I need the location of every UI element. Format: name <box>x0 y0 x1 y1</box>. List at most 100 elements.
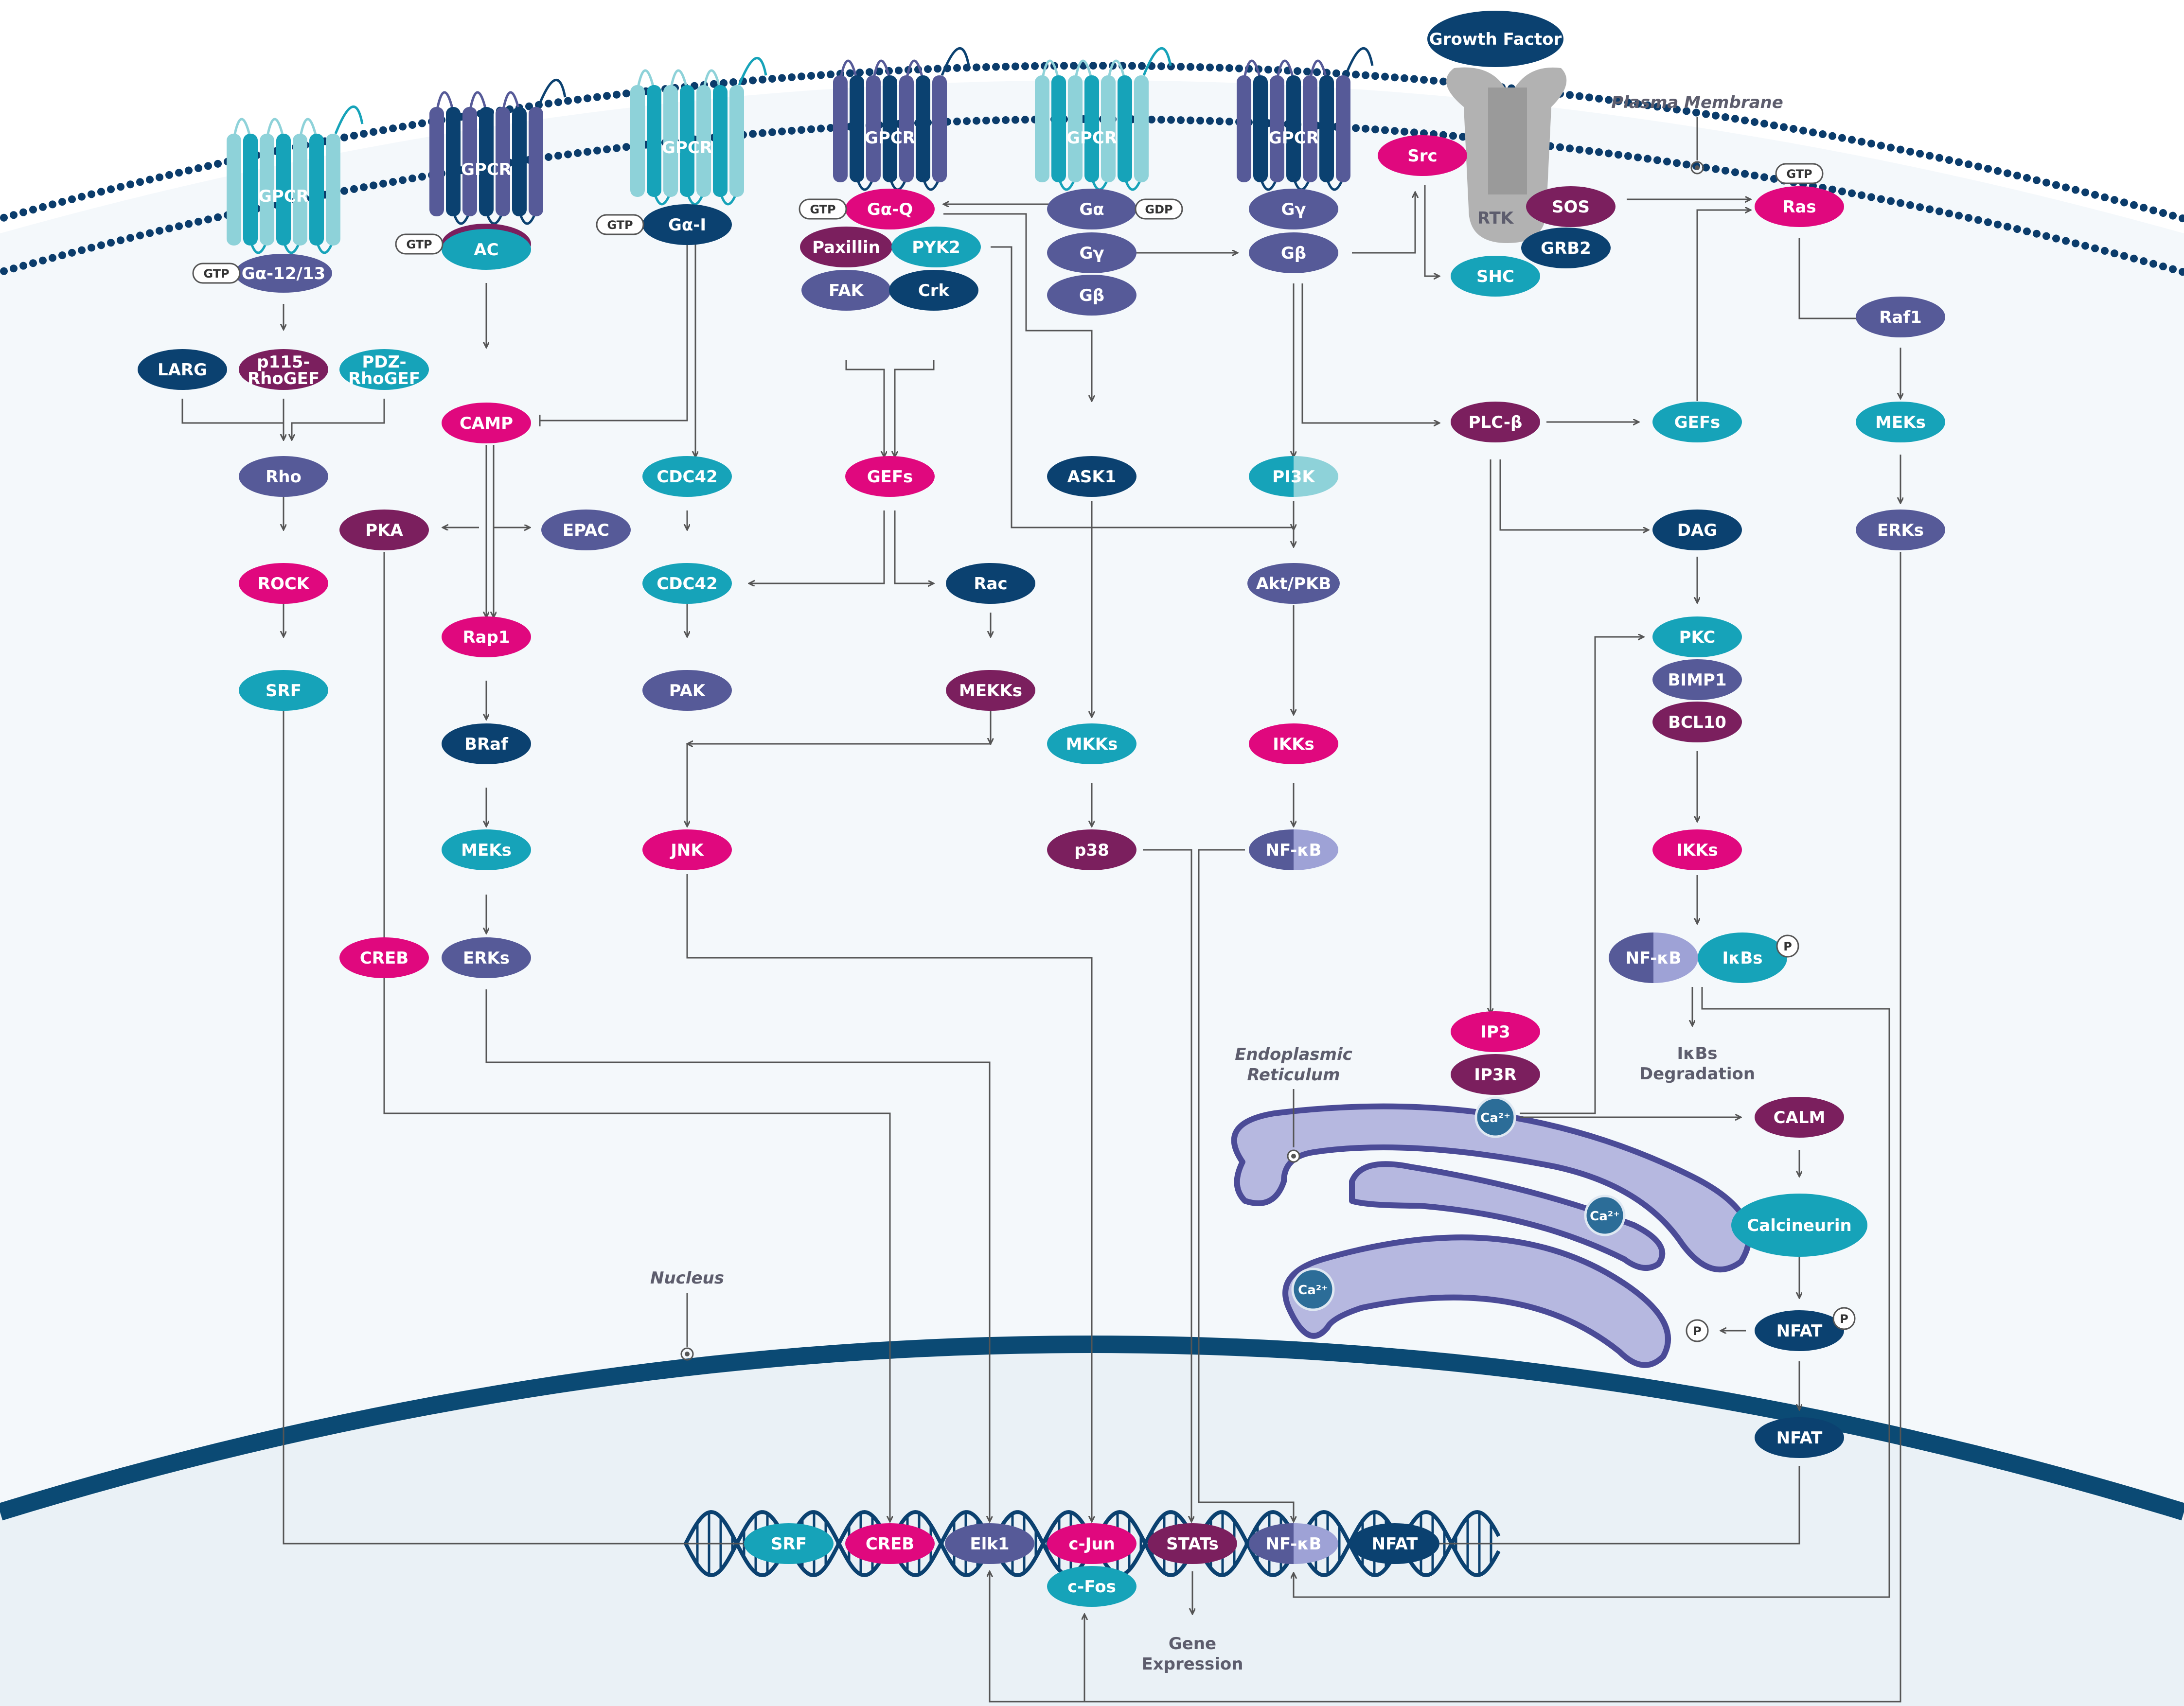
protein-creb2: CREB <box>845 1523 935 1564</box>
gpcr-1-label: GPCR <box>258 187 309 206</box>
arrow-connector <box>1499 459 1649 530</box>
protein-gy5: Gγ <box>1047 232 1136 273</box>
tag-label: GDP <box>1145 203 1172 216</box>
arrow-connector <box>1696 210 1751 401</box>
arrow-connector <box>485 989 990 1522</box>
tag-label: GTP <box>810 203 835 216</box>
protein-braf: BRaf <box>442 723 531 764</box>
tag-label: P <box>1840 1312 1848 1326</box>
tag-label: GTP <box>406 238 432 251</box>
protein-label: Paxillin <box>812 238 880 257</box>
protein-label: Gγ <box>1281 200 1306 219</box>
protein-label: NF-κB <box>1626 949 1682 968</box>
protein-label: Gα-12/13 <box>242 264 325 283</box>
protein-label: PDZ- <box>362 352 406 372</box>
protein-pyk2: PYK2 <box>891 227 981 267</box>
protein-label: CREB <box>866 1534 914 1554</box>
tag-gtp_1: GTP <box>192 263 241 284</box>
arrow-connector <box>1084 552 1901 1703</box>
protein-nfat2: NFAT <box>1755 1417 1844 1458</box>
protein-cdc42a: CDC42 <box>642 456 732 497</box>
protein-ikks2: IKKs <box>1652 829 1742 870</box>
protein-label: LARG <box>158 360 207 380</box>
protein-pdz: PDZ-RhoGEF <box>339 349 429 390</box>
protein-label: FAK <box>829 281 865 300</box>
protein-calcineurin: Calcineurin <box>1731 1194 1867 1257</box>
gpcr-3-label: GPCR <box>662 138 712 158</box>
protein-label: Gα <box>1079 200 1104 219</box>
protein-label: MEKs <box>461 841 512 860</box>
protein-label: ASK1 <box>1067 467 1117 487</box>
protein-label: SRF <box>266 681 302 701</box>
protein-label: IP3R <box>1474 1065 1516 1085</box>
protein-label: Gβ <box>1281 244 1306 263</box>
arrow-connector <box>894 510 934 583</box>
protein-label: BRaf <box>464 735 509 754</box>
protein-label: Elk1 <box>970 1534 1009 1554</box>
protein-rap1: Rap1 <box>442 616 531 657</box>
tag-gdp_5: GDP <box>1135 198 1183 220</box>
protein-label: NFAT <box>1776 1321 1823 1341</box>
protein-nfat3: NFAT <box>1350 1523 1439 1564</box>
protein-plcb: PLC-β <box>1451 402 1540 442</box>
protein-raf1: Raf1 <box>1856 297 1945 337</box>
ikbs-degradation-label-line2: Degradation <box>1639 1064 1755 1084</box>
protein-jnk: JNK <box>642 829 732 870</box>
protein-label: c-Jun <box>1068 1534 1115 1554</box>
protein-label: GEFs <box>1674 413 1721 432</box>
arrow-connector <box>991 246 1294 547</box>
tag-p_free: P <box>1686 1319 1709 1342</box>
protein-label: STATs <box>1166 1534 1219 1554</box>
gpcr-6-label: GPCR <box>1268 128 1319 148</box>
protein-label: Gβ <box>1079 286 1104 305</box>
protein-ip3r: IP3R <box>1451 1054 1540 1095</box>
protein-srf1: SRF <box>239 670 328 711</box>
protein-gaq: Gα-Q <box>845 189 935 229</box>
protein-calm: CALM <box>1755 1097 1844 1138</box>
protein-bcl10: BCL10 <box>1652 702 1742 742</box>
protein-label: DAG <box>1677 521 1717 540</box>
protein-label: IP3 <box>1480 1022 1510 1042</box>
arrow-connector <box>1798 238 1863 318</box>
arrow-connector <box>943 213 1092 401</box>
protein-label: c-Fos <box>1067 1577 1116 1597</box>
arrow-connector <box>895 360 935 457</box>
tag-gtp_2: GTP <box>395 233 444 255</box>
tag-gtp_ras: GTP <box>1775 163 1824 184</box>
gpcr-4-receptor: GPCR <box>833 47 970 191</box>
protein-label: Raf1 <box>1879 308 1922 327</box>
protein-label: PLC-β <box>1469 413 1523 432</box>
protein-nfkb3: NF-κB <box>1249 1523 1338 1564</box>
protein-erks1: ERKs <box>442 937 531 978</box>
protein-label: Rap1 <box>462 628 510 647</box>
arrow-connector <box>990 1571 1084 1703</box>
protein-label: PYK2 <box>912 238 960 257</box>
protein-nfkb2: NF-κB <box>1609 932 1698 983</box>
protein-label: Gα-Q <box>867 200 913 219</box>
arrow-connector <box>1301 283 1439 423</box>
protein-label: IκBs <box>1722 949 1763 968</box>
protein-ga1213: Gα-12/13 <box>235 254 332 293</box>
protein-camp: CAMP <box>442 403 531 443</box>
protein-label: Rho <box>266 467 302 487</box>
growth-factor-label: Growth Factor <box>1429 30 1562 49</box>
arrow-connector <box>1198 849 1294 1522</box>
protein-mkks: MKKs <box>1047 723 1136 764</box>
protein-label: JNK <box>670 841 704 860</box>
plasma-membrane-label-group: Plasma Membrane <box>1611 93 1783 175</box>
arrow-connector <box>1520 637 1644 1114</box>
gpcr-3-receptor: GPCR <box>630 57 767 206</box>
protein-shc: SHC <box>1451 256 1540 297</box>
protein-label: MKKs <box>1066 735 1118 754</box>
protein-label: AC <box>474 240 498 260</box>
protein-label: IKKs <box>1273 735 1314 754</box>
tag-label: GTP <box>607 218 633 232</box>
protein-ask1: ASK1 <box>1047 456 1136 497</box>
protein-mekks: MEKKs <box>946 670 1035 711</box>
tag-p_nfat: P <box>1832 1307 1856 1330</box>
protein-label: Gγ <box>1079 244 1104 263</box>
protein-label: ERKs <box>1877 521 1924 540</box>
protein-gb5: Gβ <box>1047 275 1136 316</box>
protein-stats: STATs <box>1148 1523 1237 1564</box>
protein-pkc: PKC <box>1652 616 1742 657</box>
